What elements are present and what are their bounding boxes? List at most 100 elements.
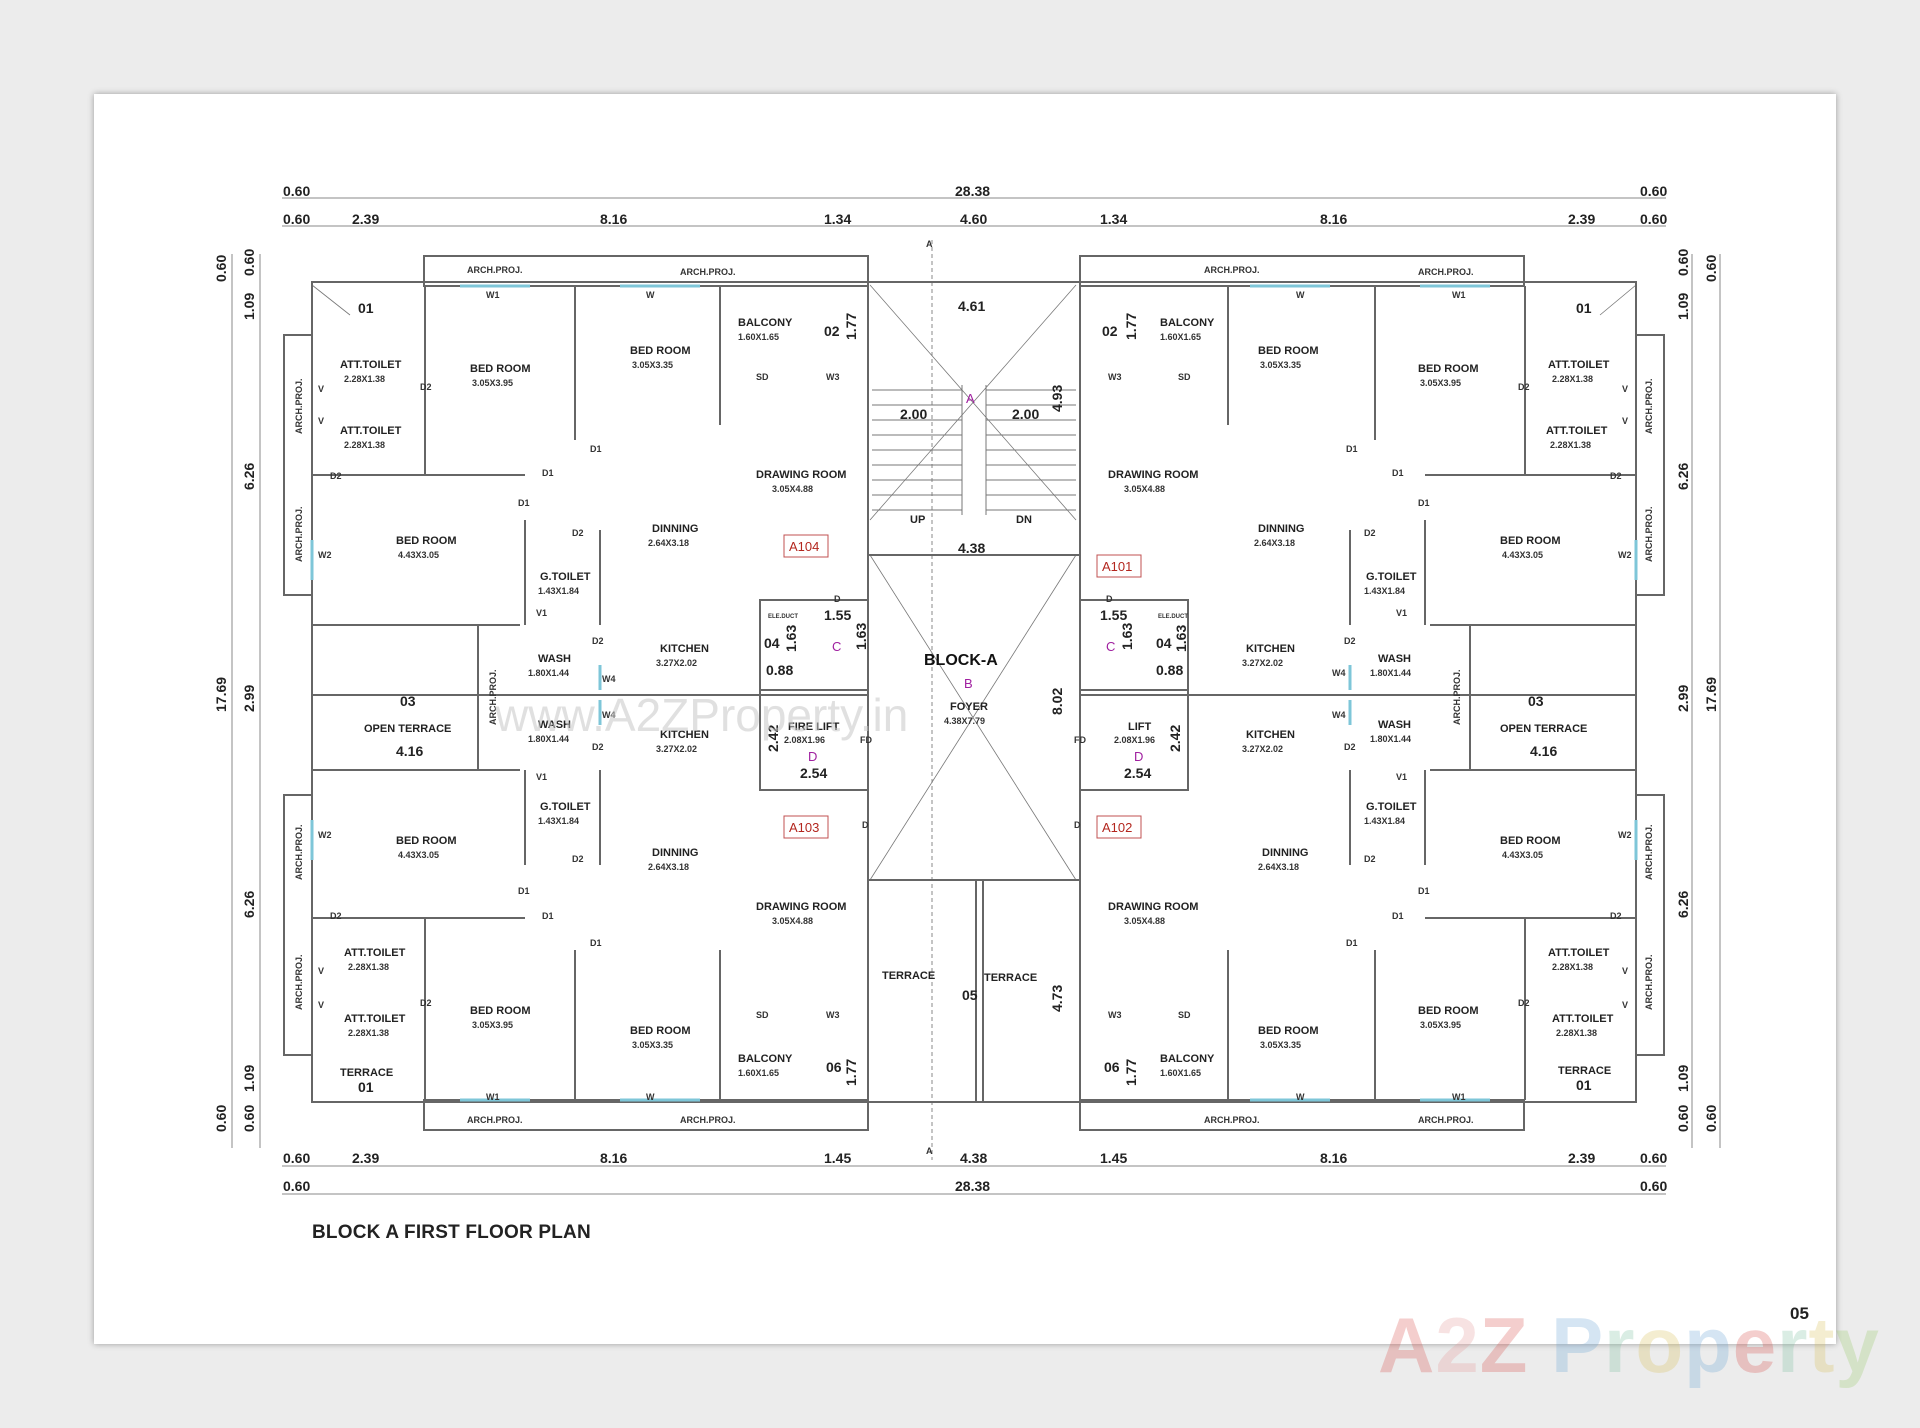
flight-right: 2.00 xyxy=(1012,406,1039,422)
kitchen-label: KITCHEN xyxy=(660,729,709,741)
dim-bottom-inner-2: 8.16 xyxy=(600,1150,627,1166)
drawing-room-size: 3.05X4.88 xyxy=(1124,484,1165,494)
arch-proj: ARCH.PROJ. xyxy=(1644,824,1654,880)
door-d1: D1 xyxy=(1392,911,1404,921)
plan-title: BLOCK A FIRST FLOOR PLAN xyxy=(312,1222,591,1243)
door-d1: D1 xyxy=(1392,468,1404,478)
att-toilet-label: ATT.TOILET xyxy=(1548,947,1610,959)
g-toilet-label: G.TOILET xyxy=(540,571,591,583)
door-d2: D2 xyxy=(1364,854,1376,864)
balcony-dim: 1.77 xyxy=(843,1059,859,1086)
door-fd: FD xyxy=(1074,735,1086,745)
dim-bottom-outer-1: 28.38 xyxy=(955,1178,990,1194)
label-01: 01 xyxy=(1576,300,1592,316)
drawing-room-size: 3.05X4.88 xyxy=(1124,916,1165,926)
duct-w: 0.88 xyxy=(766,662,793,678)
bed-room-size: 3.05X3.35 xyxy=(1260,360,1301,370)
balcony-size: 1.60X1.65 xyxy=(1160,332,1201,342)
bed-room-label: BED ROOM xyxy=(630,1025,691,1037)
wash-size: 1.80X1.44 xyxy=(1370,734,1411,744)
dim-top-inner-1: 2.39 xyxy=(352,211,379,227)
bed-room-size: 3.05X3.35 xyxy=(632,360,673,370)
door-v: V xyxy=(318,1000,324,1010)
dim-bottom-inner-0: 0.60 xyxy=(283,1150,310,1166)
door-d: D xyxy=(1106,594,1113,604)
bed-room-size: 3.05X3.95 xyxy=(472,378,513,388)
section-mark-top: A xyxy=(926,239,933,249)
door-d1: D1 xyxy=(542,911,554,921)
door-w4: W4 xyxy=(602,674,616,684)
arch-proj: ARCH.PROJ. xyxy=(294,378,304,434)
kitchen-size: 3.27X2.02 xyxy=(1242,744,1283,754)
door-sd: SD xyxy=(1178,1010,1191,1020)
door-w: W xyxy=(1296,290,1305,300)
duct-no: 04 xyxy=(1156,635,1172,651)
dim-left-outer-0: 0.60 xyxy=(213,255,229,282)
door-v1: V1 xyxy=(536,608,547,618)
door-d1: D1 xyxy=(518,498,530,508)
dim-left-inner-1: 1.09 xyxy=(241,293,257,320)
arch-proj: ARCH.PROJ. xyxy=(1452,669,1462,725)
door-w1: W1 xyxy=(486,1092,500,1102)
drawing-room-label: DRAWING ROOM xyxy=(1108,469,1198,481)
bed-room-size: 3.05X3.95 xyxy=(1420,378,1461,388)
door-sd: SD xyxy=(756,1010,769,1020)
section-mark-bottom: A xyxy=(926,1146,933,1156)
drawing-room-label: DRAWING ROOM xyxy=(756,469,846,481)
dim-right-total: 17.69 xyxy=(1703,677,1719,712)
door-d2: D2 xyxy=(592,742,604,752)
lift-size: 2.08X1.96 xyxy=(1114,735,1155,745)
att-toilet-size: 2.28X1.38 xyxy=(348,962,389,972)
door-v1: V1 xyxy=(1396,608,1407,618)
dim-left-total: 17.69 xyxy=(213,677,229,712)
terrace-label: TERRACE xyxy=(340,1067,393,1079)
open-terrace-label: OPEN TERRACE xyxy=(1500,723,1587,735)
att-toilet-size: 2.28X1.38 xyxy=(1552,962,1593,972)
door-v: V xyxy=(1622,1000,1628,1010)
stair-treads xyxy=(872,385,1076,515)
dim-left-inner-6: 0.60 xyxy=(241,1105,257,1132)
door-d2: D2 xyxy=(572,528,584,538)
bed-room-size: 4.43X3.05 xyxy=(1502,850,1543,860)
balcony-dim: 1.77 xyxy=(1123,1059,1139,1086)
balcony-label: BALCONY xyxy=(1160,317,1215,329)
door-w2: W2 xyxy=(318,830,332,840)
arch-proj: ARCH.PROJ. xyxy=(294,506,304,562)
bed-room-label: BED ROOM xyxy=(1500,835,1561,847)
dim-bottom-inner-5: 1.45 xyxy=(1100,1150,1127,1166)
att-toilet-size: 2.28X1.38 xyxy=(1552,374,1593,384)
foyer-label: FOYER xyxy=(950,701,988,713)
arch-proj: ARCH.PROJ. xyxy=(1644,378,1654,434)
bed-room-label: BED ROOM xyxy=(1418,1005,1479,1017)
door-v: V xyxy=(1622,384,1628,394)
wash-size: 1.80X1.44 xyxy=(528,734,569,744)
lift-mark: D xyxy=(1134,749,1143,764)
diagonal-cut-lines xyxy=(311,284,1637,881)
dim-top-outer-2: 0.60 xyxy=(1640,183,1667,199)
door-d2: D2 xyxy=(592,636,604,646)
door-d2: D2 xyxy=(1344,636,1356,646)
dinning-size: 2.64X3.18 xyxy=(1254,538,1295,548)
att-toilet-label: ATT.TOILET xyxy=(1548,359,1610,371)
g-toilet-size: 1.43X1.84 xyxy=(1364,586,1405,596)
flat-code-a101: A101 xyxy=(1102,559,1132,574)
door-fd: FD xyxy=(860,735,872,745)
door-w2: W2 xyxy=(1618,550,1632,560)
att-toilet-label: ATT.TOILET xyxy=(1552,1013,1614,1025)
label-06: 06 xyxy=(1104,1059,1120,1075)
flight-left: 2.00 xyxy=(900,406,927,422)
dim-bottom-inner-3: 1.45 xyxy=(824,1150,851,1166)
bed-room-size: 4.43X3.05 xyxy=(398,850,439,860)
att-toilet-label: ATT.TOILET xyxy=(340,425,402,437)
dim-top-inner-7: 2.39 xyxy=(1568,211,1595,227)
open-terrace-dim: 4.16 xyxy=(1530,743,1557,759)
dim-bottom-outer-2: 0.60 xyxy=(1640,1178,1667,1194)
arch-proj: ARCH.PROJ. xyxy=(294,954,304,1010)
att-toilet-label: ATT.TOILET xyxy=(344,947,406,959)
drawing-sheet xyxy=(94,94,1836,1344)
open-terrace-dim: 4.16 xyxy=(396,743,423,759)
door-d2: D2 xyxy=(1610,911,1622,921)
c-mark: C xyxy=(1106,639,1115,654)
balcony-size: 1.60X1.65 xyxy=(1160,1068,1201,1078)
door-d1: D1 xyxy=(1346,938,1358,948)
